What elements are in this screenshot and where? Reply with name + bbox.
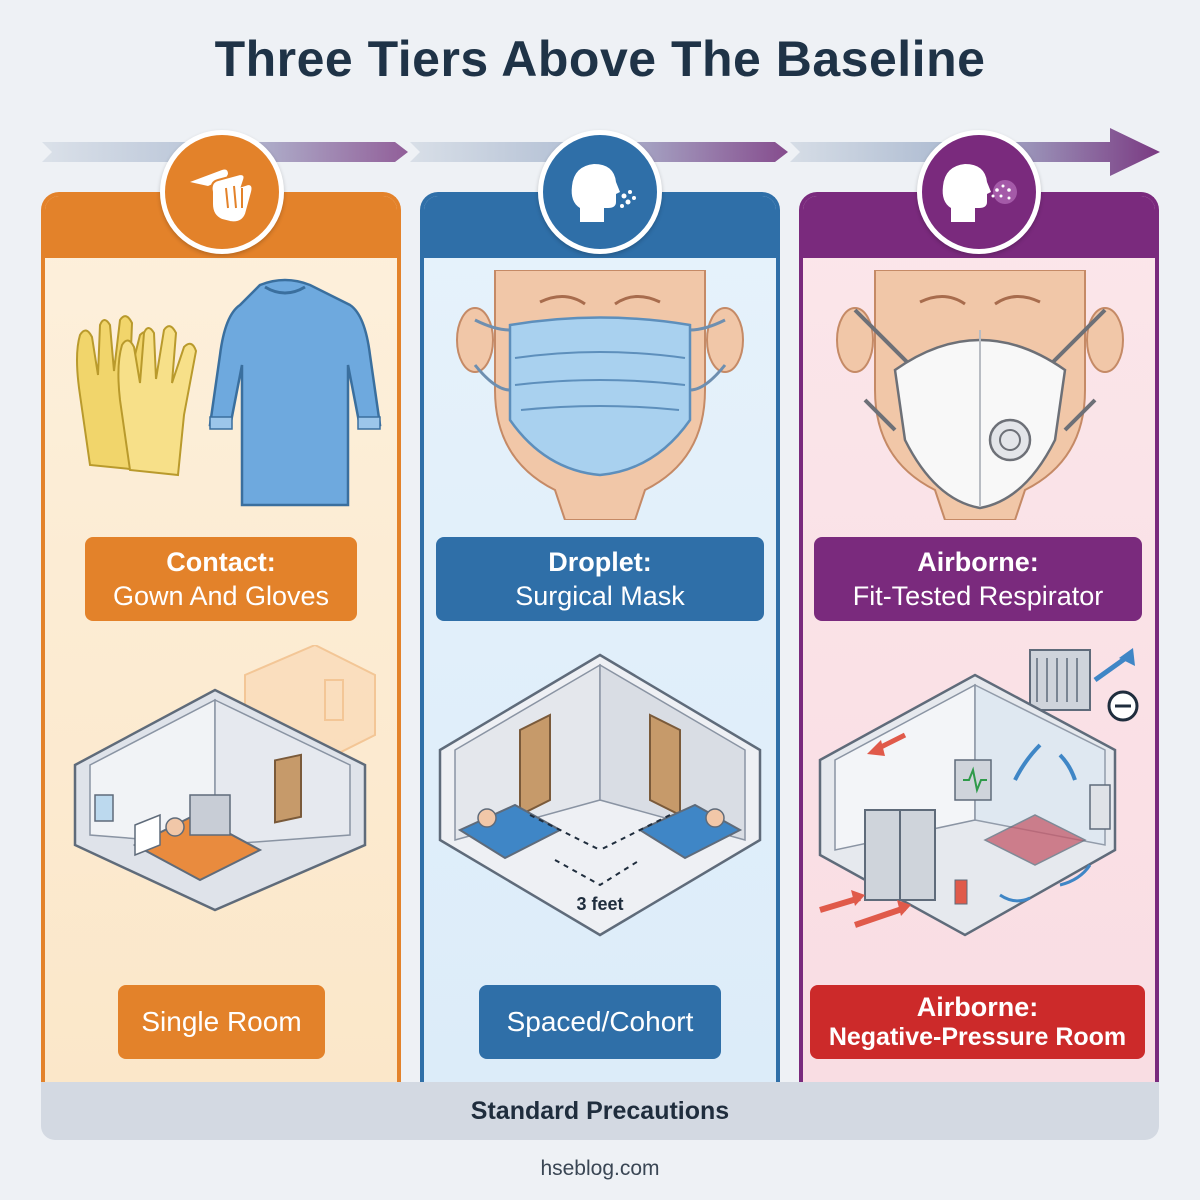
- baseline-bar: Standard Precautions: [41, 1082, 1159, 1140]
- person-aerosol-icon: [917, 130, 1041, 254]
- contact-ppe-detail: Gown And Gloves: [112, 581, 330, 611]
- airborne-ppe-heading: Airborne:: [917, 547, 1039, 577]
- airborne-room-detail: Negative-Pressure Room: [828, 1023, 1127, 1051]
- hand-touch-icon: [160, 130, 284, 254]
- page-title: Three Tiers Above The Baseline: [214, 31, 986, 87]
- contact-ppe-label: Contact: Gown And Gloves: [85, 537, 357, 621]
- droplet-ppe-heading: Droplet:: [548, 547, 652, 577]
- gloves-icon: [76, 315, 198, 477]
- airborne-room-label: Airborne: Negative-Pressure Room: [810, 985, 1145, 1059]
- footer-source: hseblog.com: [540, 1157, 660, 1180]
- droplet-ppe-label: Droplet: Surgical Mask: [436, 537, 764, 621]
- single-room-illustration: [73, 645, 376, 912]
- cohort-room-illustration: 3 feet: [438, 653, 762, 937]
- spacing-label: 3 feet: [576, 894, 623, 914]
- airborne-ppe-detail: Fit-Tested Respirator: [852, 581, 1104, 611]
- airborne-room-heading: Airborne:: [916, 992, 1039, 1022]
- droplet-ppe-detail: Surgical Mask: [515, 581, 685, 611]
- gown-icon: [208, 278, 382, 507]
- surgical-mask-illustration: [456, 270, 744, 520]
- airborne-ppe-label: Airborne: Fit-Tested Respirator: [814, 537, 1142, 621]
- contact-ppe-heading: Contact:: [166, 547, 276, 577]
- negative-pressure-room-illustration: [818, 648, 1139, 937]
- person-cough-icon: [538, 130, 662, 254]
- contact-room-label: Single Room: [118, 985, 325, 1059]
- respirator-illustration: [836, 270, 1124, 520]
- droplet-room-label: Spaced/Cohort: [479, 985, 721, 1059]
- gloves-and-gown-illustration: [76, 278, 382, 507]
